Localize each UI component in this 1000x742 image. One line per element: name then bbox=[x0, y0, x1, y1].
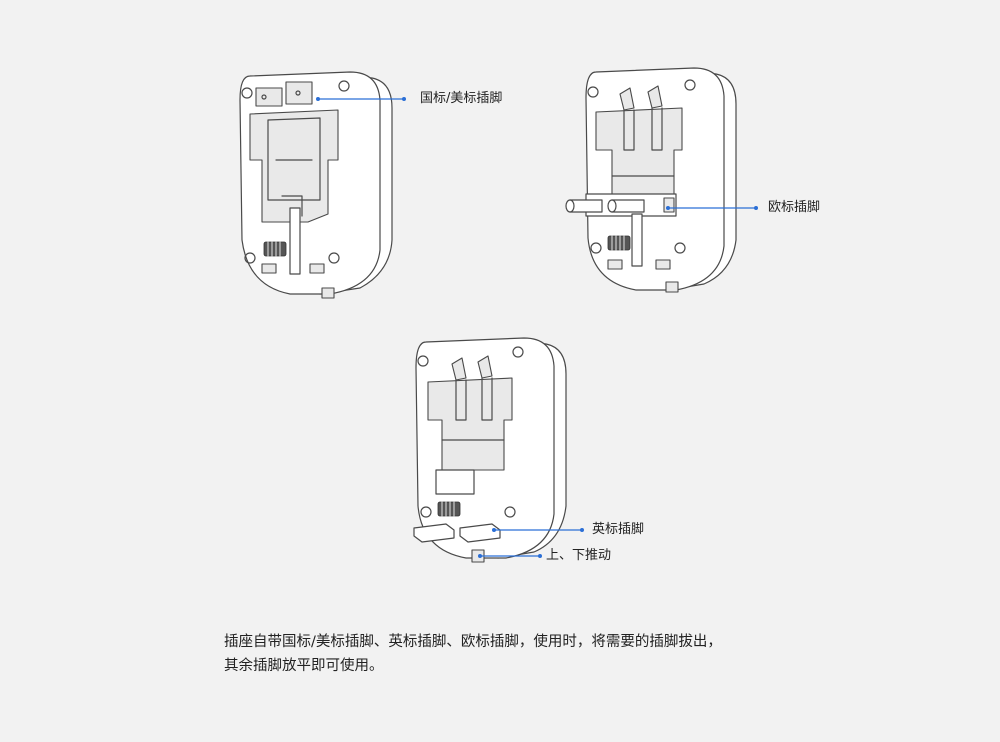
adapter-eu bbox=[565, 67, 737, 293]
description-line-2: 其余插脚放平即可使用。 bbox=[224, 658, 384, 674]
leader-lines bbox=[316, 97, 758, 558]
callout-cn-us-pins: 国标/美标插脚 bbox=[420, 91, 503, 106]
callout-slide: 上、下推动 bbox=[546, 548, 612, 563]
adapter-uk bbox=[413, 337, 567, 563]
callout-eu-pins: 欧标插脚 bbox=[768, 200, 821, 215]
description-text: 插座自带国标/美标插脚、英标插脚、欧标插脚，使用时，将需要的插脚拔出， 其余插脚… bbox=[224, 630, 924, 678]
description-line-1: 插座自带国标/美标插脚、英标插脚、欧标插脚，使用时，将需要的插脚拔出， bbox=[224, 634, 722, 650]
adapter-cn-us bbox=[239, 71, 393, 299]
callout-uk-pins: 英标插脚 bbox=[592, 522, 645, 537]
